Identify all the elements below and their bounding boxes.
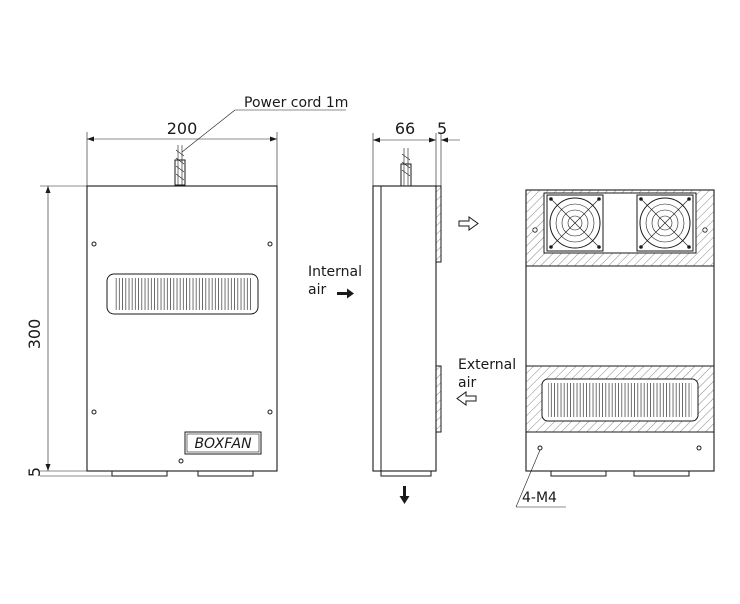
side-foot xyxy=(380,470,432,477)
external-air-arrow-icon xyxy=(456,391,477,406)
screw-hole xyxy=(178,458,184,464)
mount-hole xyxy=(696,445,702,451)
mount-holes-callout: 4-M4 xyxy=(515,449,566,508)
power-cord-label: Power cord 1m xyxy=(244,95,348,111)
external-air-label-2: air xyxy=(458,375,476,391)
front-view: BOXFAN 200 300 5 Power cord 1m xyxy=(25,95,348,477)
rear-grille xyxy=(541,378,699,422)
rear-view: 4-M4 xyxy=(515,189,715,508)
external-air-indicator: External air xyxy=(456,357,516,406)
logo-text: BOXFAN xyxy=(194,436,252,452)
width-dimension: 200 xyxy=(86,119,278,186)
height-label: 300 xyxy=(25,319,44,350)
height-dimension: 300 5 xyxy=(25,185,112,477)
fan-left-icon xyxy=(546,194,604,252)
side-body xyxy=(372,185,437,472)
fan-right-icon xyxy=(636,194,694,252)
logo-badge: BOXFAN xyxy=(184,431,262,455)
front-body xyxy=(86,185,278,472)
internal-air-label-1: Internal xyxy=(308,264,362,280)
screw-hole xyxy=(267,409,273,415)
power-cord-callout: Power cord 1m xyxy=(181,95,348,153)
internal-air-label-2: air xyxy=(308,282,326,298)
width-label: 200 xyxy=(167,119,198,138)
exhaust-top-indicator xyxy=(458,216,479,231)
side-lower-flange xyxy=(435,365,442,433)
internal-air-indicator: Internal air xyxy=(308,264,362,299)
bottom-offset-label: 5 xyxy=(25,467,44,477)
down-arrow-icon xyxy=(399,486,410,504)
side-upper-flange xyxy=(435,185,442,263)
side-power-cord xyxy=(400,148,412,187)
front-foot-left xyxy=(111,470,168,477)
exhaust-arrow-icon xyxy=(458,216,479,231)
rear-foot-right xyxy=(633,470,690,477)
internal-air-arrow-icon xyxy=(337,288,354,299)
depth-offset-label: 5 xyxy=(437,119,447,138)
external-air-label-1: External xyxy=(458,357,516,373)
fan-panel xyxy=(543,192,697,254)
rear-foot-left xyxy=(550,470,607,477)
screw-hole xyxy=(267,241,273,247)
depth-dimension: 66 5 xyxy=(372,119,460,186)
mount-holes-label: 4-M4 xyxy=(522,490,557,506)
depth-label: 66 xyxy=(395,119,415,138)
front-grille xyxy=(106,273,259,315)
screw-hole xyxy=(91,241,97,247)
bottom-exhaust-indicator xyxy=(399,486,410,504)
front-foot-right xyxy=(197,470,254,477)
side-view: 66 5 Internal air External air xyxy=(308,119,516,504)
screw-hole xyxy=(91,409,97,415)
